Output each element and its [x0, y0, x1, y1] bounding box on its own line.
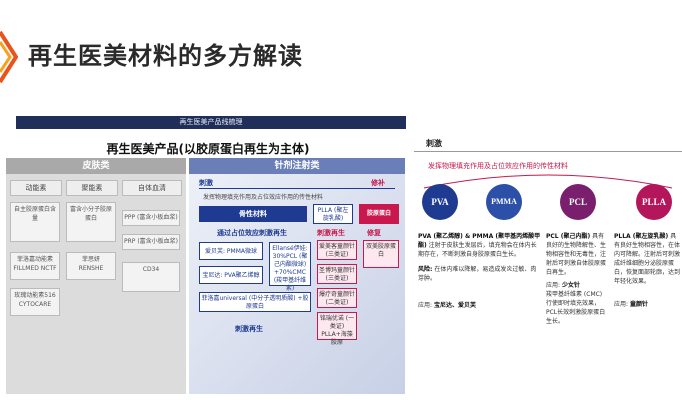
box-p2: 圣博玛童颜针 (三类证) — [317, 264, 357, 284]
label-stimulate: 刺激 — [199, 179, 213, 187]
circle-pmma: PMMA — [486, 184, 522, 220]
box-skin-1: 自主胶原蛋白含量 — [10, 202, 60, 242]
subhead-1: 动能素 — [10, 180, 62, 196]
slide-title: 再生医美产品(以胶原蛋白再生为主体) — [106, 142, 310, 156]
brand-logo-icon — [0, 30, 18, 84]
label-fix: 修复 — [367, 229, 381, 237]
plla-desc: PLLA (聚左旋乳酸) 具有良好生物相容性，在体内可降解。注射后可刺激成纤维细… — [614, 233, 681, 308]
arc-decoration — [423, 174, 673, 189]
box-ellanse: Ellansé伊娃: 30%PCL (聚己内酯微球) +70%CMC (羧甲基纤… — [269, 242, 311, 292]
box-skin-5: CD34 — [122, 262, 180, 292]
stimulate-subtitle: 发挥物理填充作用及占位效应作用的传性材料 — [428, 162, 568, 170]
divider — [414, 151, 682, 152]
circle-plla: PLLA — [636, 184, 672, 220]
bar-bone: 骨性材料 — [199, 206, 307, 222]
pva-pmma-desc: PVA (聚乙烯醇) & PMMA (聚甲基丙烯酸甲酯) 注射于皮肤生发层后，填… — [418, 233, 541, 309]
box-p1: 爱美客童颜针 (三类证) — [317, 240, 357, 260]
box-p3: 爆疗奇童颜针 (二类证) — [317, 288, 357, 308]
label-stim-regen: 刺激再生 — [317, 229, 345, 237]
subhead-2: 聚能素 — [66, 180, 118, 196]
label-repair: 修补 — [371, 179, 385, 187]
page-title: 再生医美材料的多方解读 — [28, 42, 303, 70]
box-skin-2: 富含小分子胶原蛋白 — [66, 202, 116, 242]
bar-plla: PLLA (聚左旋乳酸) — [313, 204, 353, 224]
injection-column: 针剂注射类 刺激 修补 发挥物理填充作用及占位效应作用的传性材料 骨性材料 PL… — [189, 158, 405, 394]
box-pva: 宝尼达: PVA聚乙烯醇 — [199, 266, 263, 284]
box-skin-4: PRP (富含小板血浆) — [122, 234, 180, 250]
top-text: 发挥物理填充作用及占位效应作用的传性材料 — [203, 194, 324, 201]
subhead-3: 自体血清 — [122, 180, 182, 196]
box-universal: 菲洛嘉universal (中分子透明质酸) +胶原蛋白 — [199, 292, 311, 312]
box-p4: 铭瑞优诺 (一类证) PLLA+海藻胶原 — [317, 312, 357, 346]
arrow-line — [199, 188, 395, 189]
label-space: 通过占位效应刺激再生 — [217, 229, 287, 237]
box-p5: 双美胶原蛋白 — [363, 240, 399, 268]
slide-caption: 再生医美产品线梳理 — [16, 116, 406, 129]
stimulate-heading: 刺激 — [426, 139, 442, 148]
skin-column: 皮肤类 动能素 聚能素 自体血清 自主胶原蛋白含量 富含小分子胶原蛋白 PPP … — [6, 158, 186, 394]
circle-pcl: PCL — [560, 184, 596, 220]
circle-pva: PVA — [422, 184, 458, 220]
box-skin-3: PPP (富含小板血浆) — [122, 210, 180, 226]
box-pmma: 爱贝芙: PMMA微球 — [199, 242, 263, 260]
pcl-desc: PCL (聚己内酯) 具有良好的生物降解性、生物相容性和无毒性，注射后可刺激自体… — [546, 233, 607, 325]
bar-collagen: 胶原蛋白 — [359, 204, 399, 224]
label-bottom: 刺激再生 — [235, 325, 263, 333]
stimulate-slide: 刺激 发挥物理填充作用及占位效应作用的传性材料 PVA PMMA PCL PLL… — [414, 128, 682, 418]
product-line-slide: 再生医美产品线梳理 再生医美产品(以胶原蛋白再生为主体) 皮肤类 动能素 聚能素… — [3, 116, 413, 414]
injection-header: 针剂注射类 — [189, 158, 405, 174]
skin-header: 皮肤类 — [6, 158, 186, 174]
